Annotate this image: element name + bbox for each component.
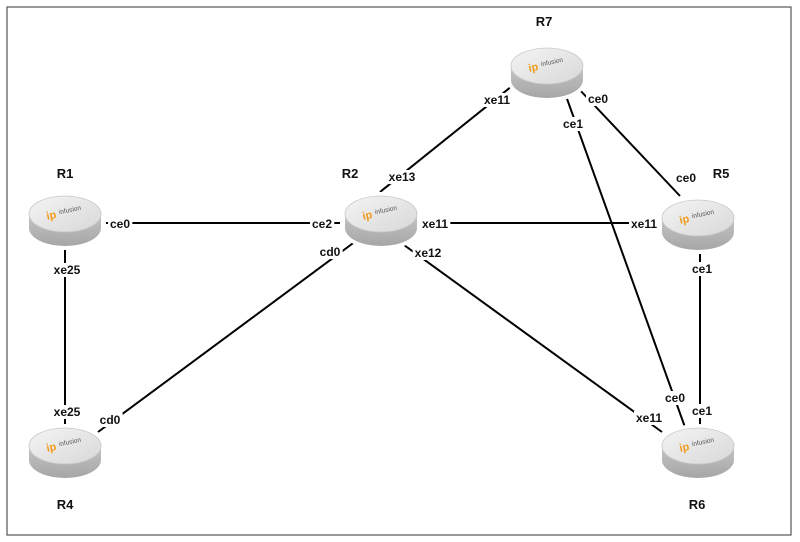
diagram-frame xyxy=(6,6,792,536)
port-label-r6-ce0: ce0 xyxy=(665,391,685,405)
brand-ip-text: ip xyxy=(527,61,539,75)
port-label-r2-ce2: ce2 xyxy=(312,217,332,231)
port-label-background xyxy=(689,404,715,418)
port-label-r4-xe25: xe25 xyxy=(54,405,81,419)
router-top xyxy=(510,47,584,85)
port-label-background xyxy=(662,391,688,405)
port-label-r7-ce1: ce1 xyxy=(563,117,583,131)
port-label-r2-xe13: xe13 xyxy=(389,170,416,184)
port-label-background xyxy=(560,117,586,131)
link-r2-r6 xyxy=(403,244,663,433)
port-label-r5-ce0: ce0 xyxy=(676,171,696,185)
router-top xyxy=(661,199,735,237)
port-label-r2-xe11: xe11 xyxy=(422,217,448,231)
port-label-background xyxy=(386,170,418,184)
port-label-background xyxy=(419,217,451,231)
port-label-background xyxy=(51,263,83,277)
port-label-background xyxy=(412,246,444,260)
port-label-r1-xe25: xe25 xyxy=(54,263,81,277)
brand-name-text: infusion xyxy=(58,205,82,217)
port-label-r6-ce1: ce1 xyxy=(692,404,712,418)
port-label-background xyxy=(481,93,513,107)
router-top xyxy=(661,427,735,465)
router-top xyxy=(28,427,102,465)
port-label-r7-xe11: xe11 xyxy=(484,93,510,107)
port-label-background xyxy=(97,413,123,427)
router-label-r1: R1 xyxy=(57,166,74,181)
brand-ip-text: ip xyxy=(678,213,690,227)
brand-ip-text: ip xyxy=(45,209,57,223)
brand-name-text: infusion xyxy=(691,437,715,449)
router-label-r4: R4 xyxy=(57,497,74,512)
brand-ip-text: ip xyxy=(45,441,57,455)
brand-name-text: infusion xyxy=(58,437,82,449)
port-label-r2-cd0: cd0 xyxy=(320,245,341,259)
brand-name-text: infusion xyxy=(540,57,564,69)
router-top xyxy=(344,195,418,233)
brand-ip-text: ip xyxy=(678,441,690,455)
port-label-r5-ce1: ce1 xyxy=(692,262,712,276)
labels-layer: ce0 ce2 xe25 xe25 cd0 cd0 xe13 xe11 xe11 xe11 xe12… xyxy=(51,14,730,512)
port-label-r2-xe12: xe12 xyxy=(415,246,442,260)
router-label-r6: R6 xyxy=(689,497,706,512)
port-label-background xyxy=(673,171,699,185)
brand-ip-text: ip xyxy=(361,209,373,223)
port-label-background xyxy=(628,217,660,231)
router-top xyxy=(28,195,102,233)
port-label-background xyxy=(107,217,133,231)
port-label-background xyxy=(51,405,83,419)
port-label-background xyxy=(689,262,715,276)
link-r7-r6 xyxy=(565,95,687,431)
port-label-background xyxy=(309,217,335,231)
brand-name-text: infusion xyxy=(691,209,715,221)
port-label-r4-cd0: cd0 xyxy=(100,413,121,427)
port-label-background xyxy=(633,411,665,425)
router-label-r2: R2 xyxy=(342,166,359,181)
port-label-background xyxy=(317,245,343,259)
link-r4-r2 xyxy=(97,237,361,433)
router-label-r7: R7 xyxy=(536,14,553,29)
brand-name-text: infusion xyxy=(374,205,398,217)
port-label-r6-xe11: xe11 xyxy=(636,411,662,425)
port-label-r1-ce0: ce0 xyxy=(110,217,130,231)
router-label-r5: R5 xyxy=(713,166,730,181)
links-layer xyxy=(64,85,701,433)
port-label-r5-xe11: xe11 xyxy=(631,217,657,231)
port-label-r7-ce0: ce0 xyxy=(588,92,608,106)
port-label-background xyxy=(585,92,611,106)
